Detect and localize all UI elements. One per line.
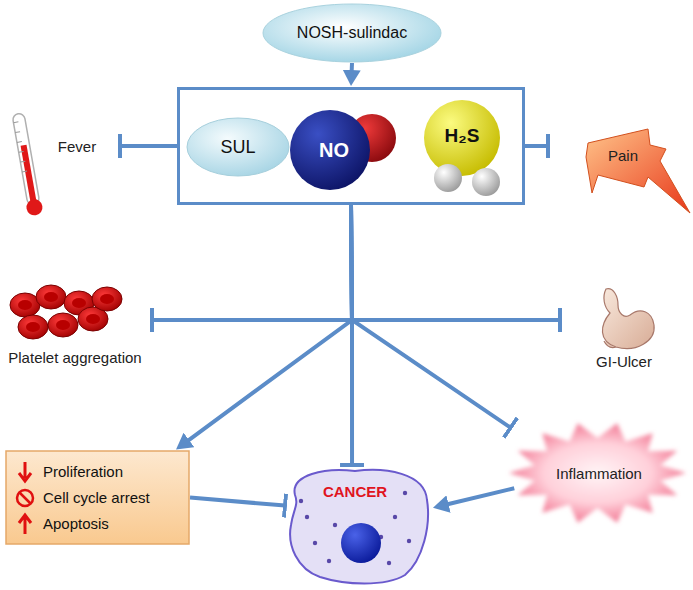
cell-center — [26, 322, 40, 332]
thermometer-icon — [10, 112, 44, 216]
cell-granule — [333, 523, 337, 527]
red-cell — [18, 315, 48, 339]
up-arrow-icon — [19, 515, 31, 534]
h2s-molecule-outline — [420, 98, 515, 200]
cell-granule — [387, 561, 391, 565]
no-molecule: NO — [288, 103, 398, 193]
node-label: CANCER — [323, 483, 387, 500]
connector — [120, 144, 177, 148]
red-cell — [92, 287, 122, 311]
stomach-icon — [602, 289, 654, 349]
pain-bolt: Pain — [548, 125, 690, 220]
box-outline — [179, 89, 524, 204]
cell-granule — [313, 541, 317, 545]
connector — [350, 63, 354, 71]
node-label: H₂S — [445, 125, 480, 147]
nitrogen-atom — [290, 110, 370, 190]
cell-center — [18, 300, 32, 310]
cell-granule — [407, 539, 411, 543]
h2s-molecule: H₂S — [420, 98, 515, 200]
node-label: Fever — [58, 138, 96, 155]
fever-node: Fever — [5, 105, 120, 225]
cell-center — [72, 298, 86, 308]
down-arrow-icon — [19, 462, 31, 481]
node-label: GI-Ulcer — [596, 353, 652, 370]
cell-granule — [327, 559, 331, 563]
ellipse-shape — [187, 118, 289, 176]
node-label: SUL — [220, 137, 255, 158]
red-cell — [10, 293, 40, 317]
cell-granule — [403, 491, 407, 495]
cell-granule — [393, 515, 397, 519]
fever-node-outline — [5, 105, 120, 225]
ellipse-shape — [263, 4, 441, 62]
red-cell — [48, 313, 78, 337]
hydrogen-atom — [472, 168, 500, 196]
cell-center — [44, 292, 58, 302]
cell-center — [56, 320, 70, 330]
cell-granule — [299, 499, 303, 503]
hydrogen-atom — [434, 164, 462, 192]
cell-center — [100, 294, 114, 304]
sulindac-ellipse: SUL — [186, 117, 290, 177]
node-label: Platelet aggregation — [8, 349, 141, 366]
stomach-node: GI-Ulcer — [560, 285, 690, 375]
connector — [525, 144, 548, 148]
connector — [152, 205, 352, 320]
node-label: NO — [319, 139, 349, 162]
lightning-shape — [586, 129, 690, 213]
cell-center — [86, 314, 100, 324]
component-box: SUL NO H₂S — [177, 87, 525, 205]
inflammation-burst: Inflammation — [505, 420, 690, 530]
cell-granule — [305, 515, 309, 519]
effect-box: ProliferationCell cycle arrestApoptosis — [5, 450, 190, 545]
cancer-cell: CANCER — [285, 465, 432, 588]
node-label: Apoptosis — [43, 515, 109, 532]
compound-ellipse: NOSH-sulindac — [262, 3, 442, 63]
node-label: Cell cycle arrest — [43, 489, 150, 506]
node-label: Proliferation — [43, 463, 123, 480]
pain-bolt-outline — [548, 125, 690, 220]
connector — [448, 488, 515, 504]
prohibition-icon — [17, 490, 33, 506]
connector — [351, 205, 511, 428]
sulfur-atom — [424, 100, 500, 176]
node-label: NOSH-sulindac — [297, 24, 407, 42]
connector — [188, 205, 352, 441]
cell-outline — [290, 470, 428, 584]
platelet-node: Platelet aggregation — [3, 285, 152, 372]
box-outline — [6, 451, 189, 544]
node-label: Pain — [608, 147, 638, 164]
node-label: Inflammation — [556, 465, 642, 482]
connector — [351, 205, 560, 320]
red-cell — [36, 285, 66, 309]
nucleus — [341, 523, 381, 563]
burst-shape — [509, 423, 686, 522]
connector — [190, 498, 285, 506]
